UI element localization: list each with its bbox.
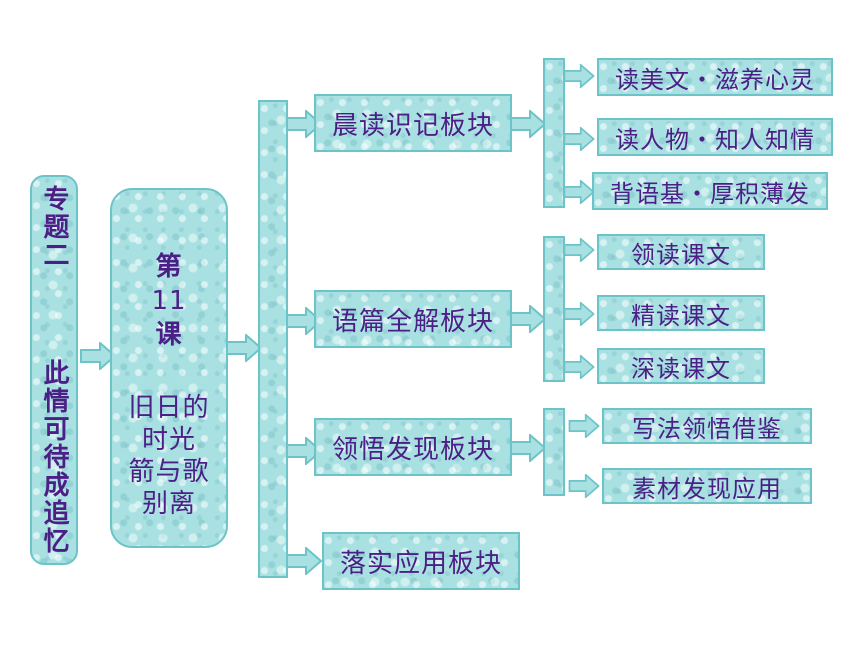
modules-bracket-bar [258, 100, 288, 578]
bracket-arrow-4 [286, 547, 322, 575]
item-read-essay[interactable]: 读美文・滋养心灵 [597, 58, 833, 96]
lesson-title-line-3: 箭与歌 [128, 457, 210, 487]
item-arrow-2-1 [563, 238, 595, 262]
item-guided-reading[interactable]: 领读课文 [597, 234, 765, 270]
sub-bracket-3 [543, 408, 565, 496]
lesson-line-3: 课 [155, 320, 183, 350]
sub-bracket-2 [543, 236, 565, 382]
lesson-title-line-1: 旧日的 [128, 393, 210, 423]
module-morning-reading[interactable]: 晨读识记板块 [314, 94, 512, 152]
lesson-number: 11 [151, 286, 187, 316]
item-close-reading[interactable]: 精读课文 [597, 295, 765, 331]
module-application[interactable]: 落实应用板块 [322, 532, 520, 590]
topic-prefix: 专题二 [39, 185, 69, 269]
topic-title: 此情可待成追忆 [39, 359, 69, 555]
item-read-people[interactable]: 读人物・知人知情 [597, 118, 833, 156]
item-arrow-1-1 [563, 64, 595, 88]
topic-box: 专题二 此情可待成追忆 [30, 175, 78, 565]
module-text-analysis[interactable]: 语篇全解板块 [314, 290, 512, 348]
lesson-title-line-2: 时光 [141, 425, 196, 455]
item-arrow-2-3 [563, 355, 595, 379]
item-arrow-1-2 [563, 127, 595, 151]
item-writing-technique[interactable]: 写法领悟借鉴 [602, 408, 812, 444]
item-arrow-1-3 [563, 180, 595, 204]
lesson-line-1: 第 [155, 252, 183, 282]
module-insight-discovery[interactable]: 领悟发现板块 [314, 418, 512, 476]
item-arrow-3-2 [568, 474, 600, 498]
item-material-application[interactable]: 素材发现应用 [602, 468, 812, 504]
module-1-arrow [510, 110, 546, 138]
sub-bracket-1 [543, 58, 565, 208]
item-memorize-basics[interactable]: 背语基・厚积薄发 [592, 172, 828, 210]
module-3-arrow [510, 434, 546, 462]
item-deep-reading[interactable]: 深读课文 [597, 348, 765, 384]
lesson-box: 第 11 课 旧日的 时光 箭与歌 别离 [110, 188, 228, 548]
lesson-to-bracket-arrow [226, 334, 262, 362]
module-2-arrow [510, 305, 546, 333]
item-arrow-2-2 [563, 302, 595, 326]
lesson-title-line-4: 别离 [141, 489, 196, 519]
item-arrow-3-1 [568, 414, 600, 438]
